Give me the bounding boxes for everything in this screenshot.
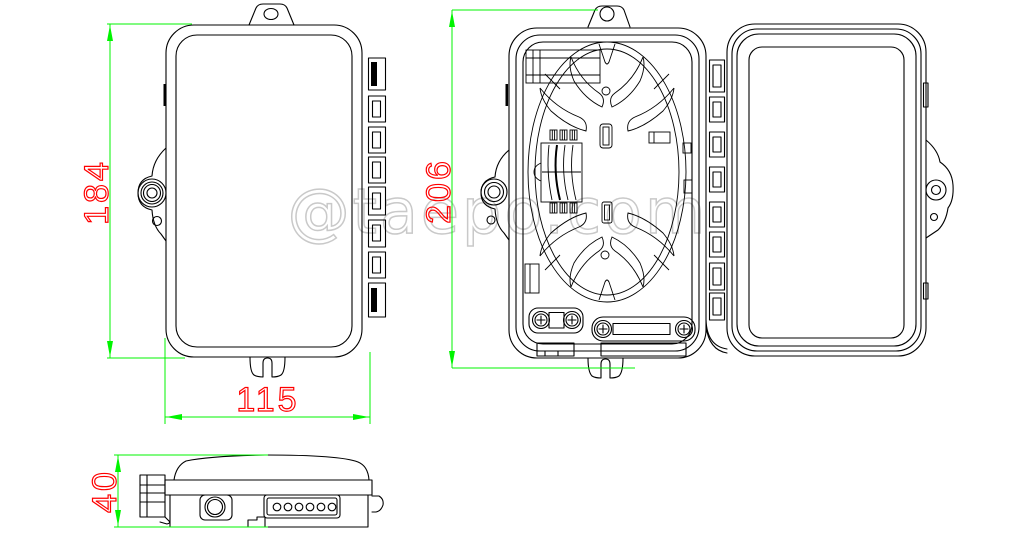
right-fixture: [648, 131, 671, 144]
splice-holders-bottom: [549, 202, 578, 214]
dimension-front-width: 115: [164, 338, 371, 424]
cable-clamp-right: [591, 316, 696, 342]
splitter-holder: [540, 142, 583, 203]
lid-latch-catch-bottom: [922, 282, 929, 300]
front-view-closed-box: [137, 3, 387, 378]
center-slot-upper: [599, 123, 613, 149]
open-bottom-tab-right: [600, 342, 687, 357]
tray-inner-ring: [534, 48, 680, 296]
side-right-hook: [371, 495, 384, 513]
tray-fittings: [524, 49, 693, 294]
open-top-tab: [587, 5, 631, 28]
lid-outline-1: [726, 23, 927, 357]
left-wall-bracket: [524, 263, 540, 294]
tray-bottom-notch: [598, 279, 616, 301]
side-dome-lid: [173, 454, 370, 481]
open-top-tab-hole: [599, 6, 615, 22]
side-bottom-step: [247, 516, 266, 528]
dimension-side-height: 40: [85, 454, 268, 528]
open-body-mid: [515, 34, 700, 352]
top-left-bracket: [525, 49, 601, 84]
front-bottom-tab: [249, 356, 286, 378]
side-view: [139, 454, 384, 528]
tray-pin-top: [601, 86, 611, 96]
dimension-label-206: 206: [420, 158, 458, 224]
dimension-front-height: 184: [77, 23, 192, 359]
dimension-label-184: 184: [78, 159, 116, 225]
fiber-splice-tray: [527, 41, 687, 303]
open-bottom-tab: [587, 357, 624, 379]
lid-outline-2: [731, 28, 922, 352]
lid-right-ear: [925, 139, 954, 239]
side-drop-ports: [263, 494, 341, 519]
front-left-ear: [137, 147, 167, 242]
tray-outer-ring: [527, 41, 687, 303]
lid-latch-catch-top: [922, 82, 929, 108]
open-bottom-tab-left: [536, 342, 575, 357]
dimension-open-height: 206: [419, 9, 635, 369]
open-ear-small-hole: [486, 215, 496, 225]
lid-outline-3: [736, 33, 917, 347]
side-flange: [164, 479, 373, 496]
front-top-tab: [248, 3, 295, 26]
front-latch-column: [367, 57, 387, 318]
open-view-lid: [726, 23, 954, 357]
watermark-text: @taepo.com: [288, 175, 709, 248]
open-body-outer: [508, 27, 707, 359]
hinge-column: [705, 59, 728, 354]
lid-ear-small-hole: [929, 212, 939, 222]
tray-pin-bottom: [600, 250, 610, 260]
front-top-tab-hole: [263, 7, 279, 21]
center-slot-lower: [601, 201, 613, 224]
side-cable-port-recess: [199, 494, 233, 521]
cable-clamp-left: [528, 307, 584, 334]
front-inner-outline: [175, 34, 353, 348]
dimension-label-115: 115: [236, 381, 299, 419]
splice-holders-top: [549, 129, 578, 141]
dimension-label-40: 40: [86, 469, 124, 513]
tray-top-notch: [598, 43, 616, 65]
open-left-notch: [505, 84, 509, 106]
side-left-clamp: [139, 474, 171, 525]
lid-inner-panel: [748, 46, 905, 339]
front-ear-small-hole: [151, 215, 163, 227]
front-left-notch: [163, 84, 167, 106]
